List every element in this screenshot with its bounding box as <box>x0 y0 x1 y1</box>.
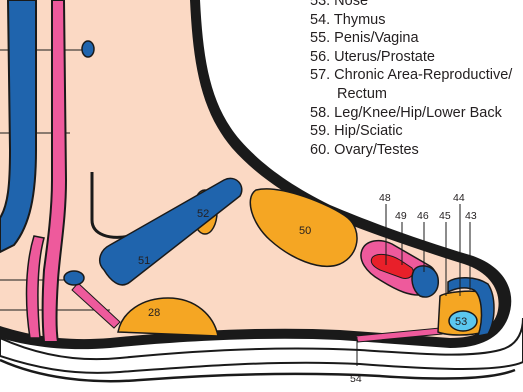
zone-heel-blue <box>64 271 84 285</box>
legend-item: 60. Ovary/Testes <box>310 141 512 160</box>
legend-item: 56. Uterus/Prostate <box>310 48 512 67</box>
legend-item-continued: Rectum <box>310 85 512 104</box>
legend-item: 55. Penis/Vagina <box>310 29 512 48</box>
callout-label-54: 54 <box>350 373 362 385</box>
zone-label-50: 50 <box>299 225 311 237</box>
callout-label-49: 49 <box>395 210 407 222</box>
callout-label-48: 48 <box>379 192 391 204</box>
zone-label-52: 52 <box>197 208 209 220</box>
callout-label-45: 45 <box>439 210 451 222</box>
zone-label-51: 51 <box>138 255 150 267</box>
legend-item: 53. Nose <box>310 0 512 11</box>
zone-label-53: 53 <box>455 316 467 328</box>
zone-small-blue-top <box>82 41 94 57</box>
legend-item: 54. Thymus <box>310 11 512 30</box>
callout-label-43: 43 <box>465 210 477 222</box>
zone-46-blue <box>412 266 438 297</box>
legend-item: 58. Leg/Knee/Hip/Lower Back <box>310 104 512 123</box>
legend-item: 57. Chronic Area-Reproductive/ <box>310 66 512 85</box>
legend: 53. Nose 54. Thymus 55. Penis/Vagina 56.… <box>310 0 512 159</box>
callout-label-46: 46 <box>417 210 429 222</box>
zone-label-28: 28 <box>148 307 160 319</box>
callout-label-44: 44 <box>453 192 465 204</box>
legend-item: 59. Hip/Sciatic <box>310 122 512 141</box>
